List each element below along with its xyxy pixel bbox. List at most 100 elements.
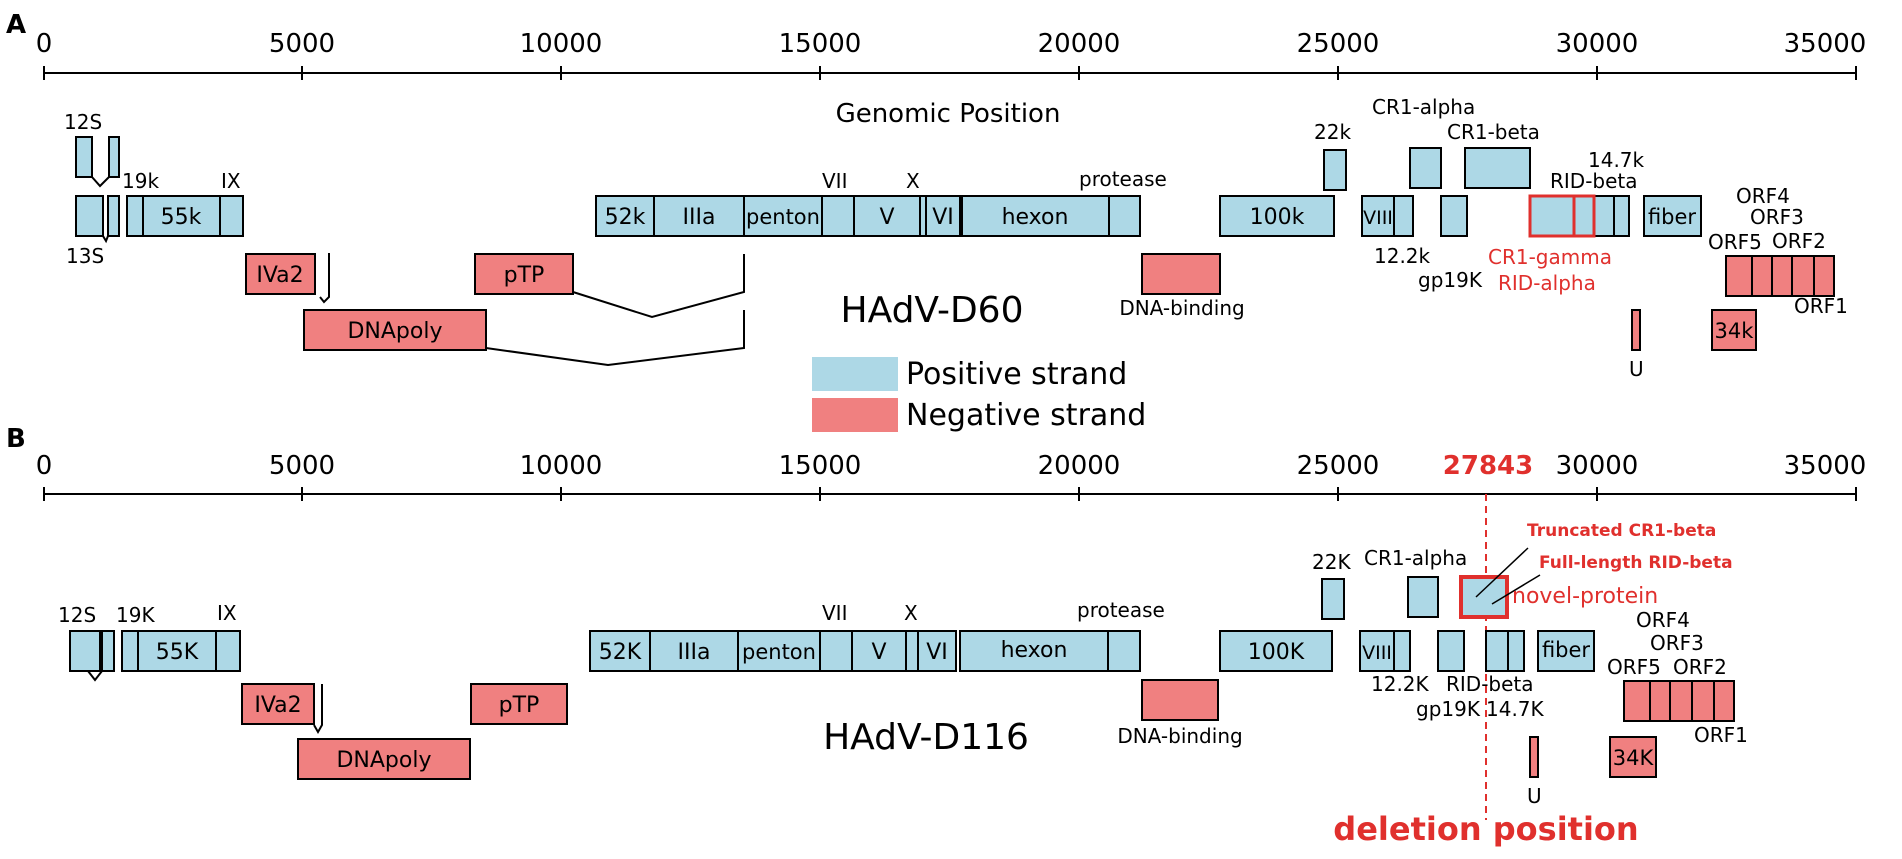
label-orf3: ORF3 (1750, 205, 1804, 229)
gene-dna-binding (1141, 253, 1221, 295)
label-penton: penton (742, 640, 816, 664)
label-orf1: ORF1 (1794, 294, 1848, 318)
gene-hexon (959, 630, 1109, 672)
gene-iva2 (241, 683, 315, 725)
label-34k: 34K (1613, 746, 1655, 770)
gene-12s-exon2 (101, 630, 115, 672)
label-protease: protease (1077, 598, 1165, 622)
label-55k: 55k (161, 205, 202, 230)
gene-22k (1323, 149, 1347, 191)
gene-19k (126, 195, 144, 237)
gene-13s-exon1 (75, 195, 104, 237)
panel-b-gene-labels: 12S 19K 55K IX IVa2 DNApoly pTP 52K IIIa… (58, 546, 1748, 808)
panel-b-annotation-lines (1475, 547, 1541, 605)
panel-b: B 0 5000 10000 15000 20000 25000 30000 3… (6, 424, 1866, 848)
panel-a-tick-label: 0 (36, 29, 53, 59)
label-ptp: pTP (499, 693, 540, 718)
gene-penton (737, 630, 821, 672)
gene-rid-beta (1593, 195, 1615, 237)
gene-gp19k (1437, 630, 1465, 672)
gene-22k (1321, 578, 1345, 620)
panel-a-gene-labels: 12S 13S 19k 55k IX IVa2 DNApoly pTP 52k … (64, 95, 1848, 381)
label-novel-protein: novel-protein (1512, 584, 1658, 609)
legend: Positive strand Negative strand (812, 357, 1146, 433)
gene-ix (219, 195, 244, 237)
label-iva2: IVa2 (254, 693, 301, 718)
leader-truncated-cr1-beta (1475, 547, 1529, 598)
gene-cr1-beta (1464, 147, 1531, 189)
label-14-7k: 14.7K (1486, 697, 1545, 721)
label-hexon: hexon (1002, 205, 1069, 230)
splice-12s (87, 670, 103, 682)
label-cr1-beta: CR1-beta (1447, 120, 1540, 144)
panel-a-tick-label: 15000 (779, 29, 862, 59)
gene-14-7k (1507, 630, 1525, 672)
label-fiber: fiber (1648, 205, 1696, 229)
gene-protease (1107, 630, 1141, 672)
label-22k: 22k (1314, 120, 1351, 144)
panel-a: A 0 5000 10000 15000 20000 25000 30000 3… (6, 10, 1866, 381)
panel-a-axis-label: Genomic Position (836, 99, 1061, 129)
gene-34k (1711, 309, 1757, 351)
deletion-position-label: deletion position (1333, 810, 1638, 848)
gene-iva2 (245, 253, 316, 295)
gene-orf5 (1623, 680, 1651, 722)
gene-vii (819, 630, 853, 672)
gene-34k (1609, 736, 1657, 778)
panel-a-tick-labels: 0 5000 10000 15000 20000 25000 30000 350… (36, 29, 1867, 59)
panel-b-tick-label: 20000 (1038, 451, 1121, 481)
gene-orf1 (1813, 255, 1835, 297)
gene-13s-exon2 (107, 195, 120, 237)
splice-dnapoly (485, 310, 745, 367)
label-vii: VII (822, 601, 847, 625)
label-ix: IX (217, 601, 237, 625)
panel-b-tick-label: 10000 (520, 451, 603, 481)
gene-vi (917, 630, 957, 672)
gene-ptp (470, 683, 568, 725)
label-52k: 52K (599, 640, 642, 665)
panel-b-tick-label: 30000 (1556, 451, 1639, 481)
label-truncated-cr1-beta: Truncated CR1-beta (1527, 521, 1716, 541)
label-v: V (871, 640, 886, 665)
panel-b-positive-genes (69, 576, 1595, 672)
label-cr1-gamma: CR1-gamma (1488, 245, 1612, 269)
label-12s: 12S (64, 110, 102, 134)
gene-orf4 (1751, 255, 1773, 297)
label-dna-binding: DNA-binding (1119, 296, 1244, 320)
panel-a-axis (43, 66, 1857, 80)
label-13s: 13S (66, 244, 104, 268)
gene-14-7k (1613, 195, 1630, 237)
label-rid-alpha: RID-alpha (1498, 271, 1596, 295)
gene-orf3 (1771, 255, 1793, 297)
gene-dnapoly (297, 738, 471, 780)
label-x: X (906, 169, 920, 193)
legend-positive-swatch (812, 357, 898, 391)
panel-a-tick-label: 20000 (1038, 29, 1121, 59)
label-52k: 52k (605, 205, 646, 230)
label-rid-beta: RID-beta (1550, 169, 1638, 193)
gene-u (1529, 736, 1539, 778)
gene-fiber (1537, 630, 1595, 672)
label-ptp: pTP (504, 263, 545, 288)
panel-b-annotations: Truncated CR1-beta Full-length RID-beta … (1333, 521, 1732, 848)
panel-b-splices (87, 670, 323, 735)
gene-novel-protein (1460, 576, 1508, 618)
gene-dna-binding (1141, 679, 1219, 721)
splice-13s (102, 235, 109, 244)
label-u: U (1527, 784, 1542, 808)
label-dnapoly: DNApoly (347, 319, 442, 344)
label-34k: 34k (1715, 319, 1755, 343)
label-v: V (879, 205, 894, 230)
gene-orf5 (1725, 255, 1753, 297)
legend-positive-label: Positive strand (906, 357, 1127, 392)
deletion-position-value: 27843 (1443, 451, 1533, 481)
gene-rid-alpha (1573, 195, 1595, 237)
gene-cr1-alpha (1407, 576, 1439, 618)
label-orf3: ORF3 (1650, 631, 1704, 655)
label-fiber: fiber (1542, 638, 1590, 662)
gene-x (905, 630, 919, 672)
gene-cr1-gamma (1529, 195, 1575, 237)
label-orf5: ORF5 (1607, 655, 1661, 679)
panel-a-tick-label: 35000 (1784, 29, 1867, 59)
